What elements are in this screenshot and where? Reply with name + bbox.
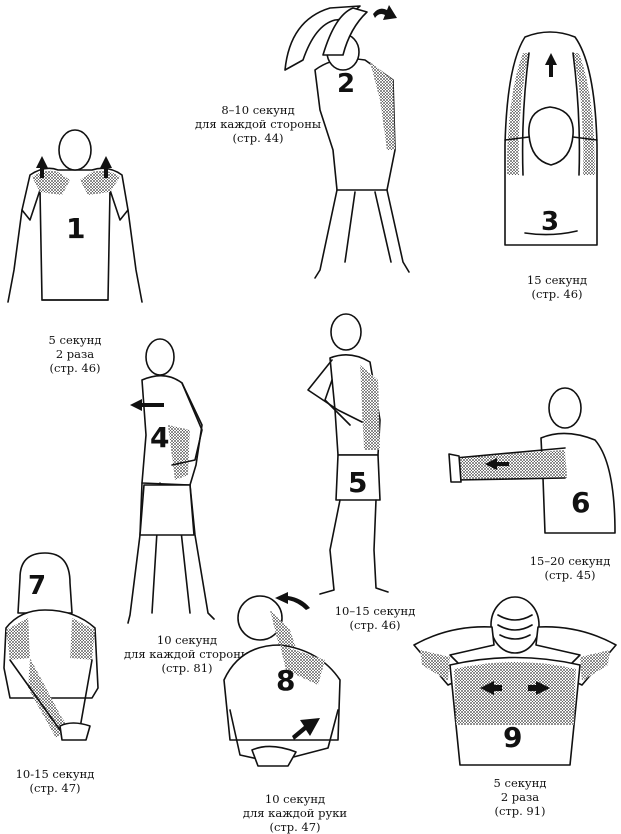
caption-9-line-2: 2 раза [500,790,540,804]
caption-5-line-2: (стр. 46) [349,618,401,632]
caption-2-line-3: (стр. 44) [232,131,284,145]
caption-7: 10-15 секунд (стр. 47) [0,767,110,795]
figure-2-number: 2 [337,69,355,99]
caption-4-line-3: (стр. 81) [161,661,213,675]
caption-3-line-1: 15 секунд [526,273,588,287]
caption-2-line-1: 8–10 секунд [221,103,295,117]
figure-6: 6 [445,378,620,538]
caption-5-line-1: 10–15 секунд [334,604,416,618]
figure-3-number: 3 [541,207,559,237]
caption-8: 10 секунд для каждой руки (стр. 47) [235,792,355,834]
caption-4-line-2: для каждой стороны [123,647,251,661]
caption-9-line-1: 5 секунд [493,776,547,790]
figure-4: 4 [120,335,230,630]
figure-5-number: 5 [348,466,367,499]
caption-8-line-1: 10 секунд [264,792,326,806]
figure-7: 7 [0,548,110,758]
caption-8-line-2: для каждой руки [242,806,348,820]
caption-7-line-1: 10-15 секунд [15,767,95,781]
caption-2: 8–10 секунд для каждой стороны (стр. 44) [188,103,328,145]
caption-1-line-3: (стр. 46) [49,361,101,375]
figure-4-number: 4 [150,421,169,454]
caption-1-line-1: 5 секунд [48,333,102,347]
figure-1-number: 1 [66,212,85,245]
caption-2-line-2: для каждой стороны [194,117,322,131]
caption-1-line-2: 2 раза [55,347,95,361]
caption-3-line-2: (стр. 46) [531,287,583,301]
caption-7-line-2: (стр. 47) [29,781,81,795]
figure-9: 9 [410,585,620,770]
caption-6-line-1: 15–20 секунд [529,554,611,568]
caption-6-line-2: (стр. 45) [544,568,596,582]
figure-8: 8 [210,590,360,780]
caption-9: 5 секунд 2 раза (стр. 91) [470,776,570,818]
figure-9-number: 9 [503,721,522,754]
figure-6-number: 6 [571,486,590,519]
figure-7-number: 7 [28,571,46,601]
figure-1: 1 [0,120,150,320]
caption-4: 10 секунд для каждой стороны (стр. 81) [122,633,252,675]
figure-5: 5 [290,310,400,600]
figure-3: 3 [495,25,615,250]
caption-3: 15 секунд (стр. 46) [507,273,607,301]
figure-2: 2 [275,0,425,290]
caption-1: 5 секунд 2 раза (стр. 46) [20,333,130,375]
caption-4-line-1: 10 секунд [156,633,218,647]
caption-9-line-3: (стр. 91) [494,804,546,818]
caption-6: 15–20 секунд (стр. 45) [520,554,620,582]
caption-8-line-3: (стр. 47) [269,820,321,834]
caption-5: 10–15 секунд (стр. 46) [320,604,430,632]
figure-8-number: 8 [276,664,295,697]
